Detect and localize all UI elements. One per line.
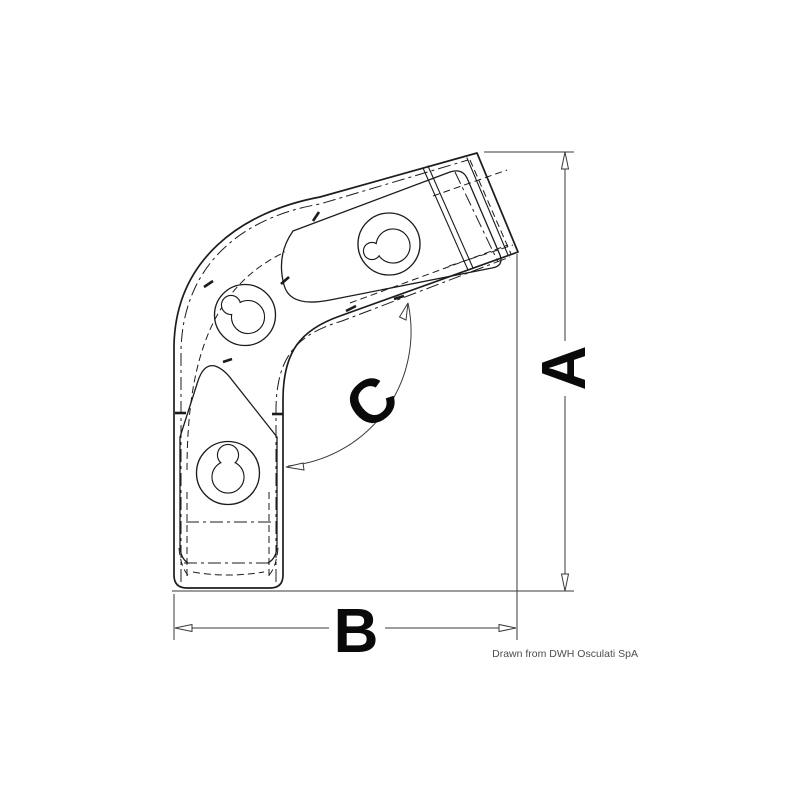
boss-bottom-circle	[195, 440, 261, 506]
keyhole-bottom	[211, 443, 245, 494]
hidden-lines	[178, 159, 514, 578]
keyhole-top	[362, 228, 411, 264]
upper-arm-panel	[280, 170, 502, 303]
tick-outer-bend	[203, 279, 214, 289]
dimension-b: B	[173, 254, 518, 666]
socket-depth-line-2	[427, 165, 474, 269]
tick-panel-tip	[280, 276, 290, 285]
boss-middle	[213, 283, 277, 347]
hidden-panel-bottom-arc	[192, 571, 265, 576]
hidden-socket-bore-top	[432, 169, 508, 197]
dim-a-label: A	[530, 346, 599, 391]
hidden-bottom-taper-right	[266, 547, 279, 578]
centerline-inner-bend	[275, 256, 511, 582]
socket-inner-face-line	[466, 157, 509, 256]
boss-middle-circle	[213, 283, 277, 347]
dim-a-arrow-up	[560, 151, 570, 170]
boss-top-circle	[357, 212, 421, 276]
dim-b-label: B	[334, 597, 379, 666]
part-outline	[173, 152, 519, 589]
tick-panel-bottom	[393, 294, 405, 301]
dim-a-arrow-down	[560, 573, 570, 592]
centerline-outer-bend	[180, 159, 469, 582]
centerline-socket	[454, 171, 499, 263]
socket-depth-line-1	[422, 167, 469, 271]
socket-end-lines	[422, 157, 509, 271]
dimension-a: A	[172, 151, 599, 592]
keyhole-middle-small-fill	[222, 296, 240, 314]
keyhole-top-small-fill	[364, 243, 380, 259]
dimension-c: C	[285, 302, 412, 471]
hidden-end-face-inner	[469, 159, 512, 255]
keyhole-bottom-small-fill	[218, 445, 238, 465]
dim-b-arrow-right	[498, 623, 517, 633]
dim-b-arrow-left	[174, 623, 193, 633]
boss-bottom	[195, 440, 261, 506]
part-body	[173, 152, 519, 589]
dim-c-arrow-upper	[398, 302, 409, 321]
tangent-ticks	[175, 211, 405, 416]
dim-c-label: C	[333, 361, 412, 443]
tick-arch-peak	[222, 357, 233, 364]
dim-c-arrow-lower	[285, 462, 305, 471]
keyhole-middle	[220, 294, 266, 335]
hidden-bend-curve	[186, 251, 286, 471]
centerlines	[180, 159, 511, 582]
dim-c-arc	[287, 302, 412, 467]
keyhole-middle-main-fill	[232, 301, 264, 333]
boss-top	[357, 212, 421, 276]
tick-underside	[345, 304, 357, 313]
hidden-bottom-taper-left	[178, 547, 191, 578]
lower-arm-panel	[179, 364, 278, 564]
keyhole-top-main-fill	[376, 229, 410, 263]
hidden-underside-line	[349, 244, 509, 304]
tick-top-edge	[311, 211, 321, 222]
keyhole-bottom-main-fill	[212, 461, 244, 493]
credit-text: Drawn from DWH Osculati SpA	[492, 648, 638, 660]
